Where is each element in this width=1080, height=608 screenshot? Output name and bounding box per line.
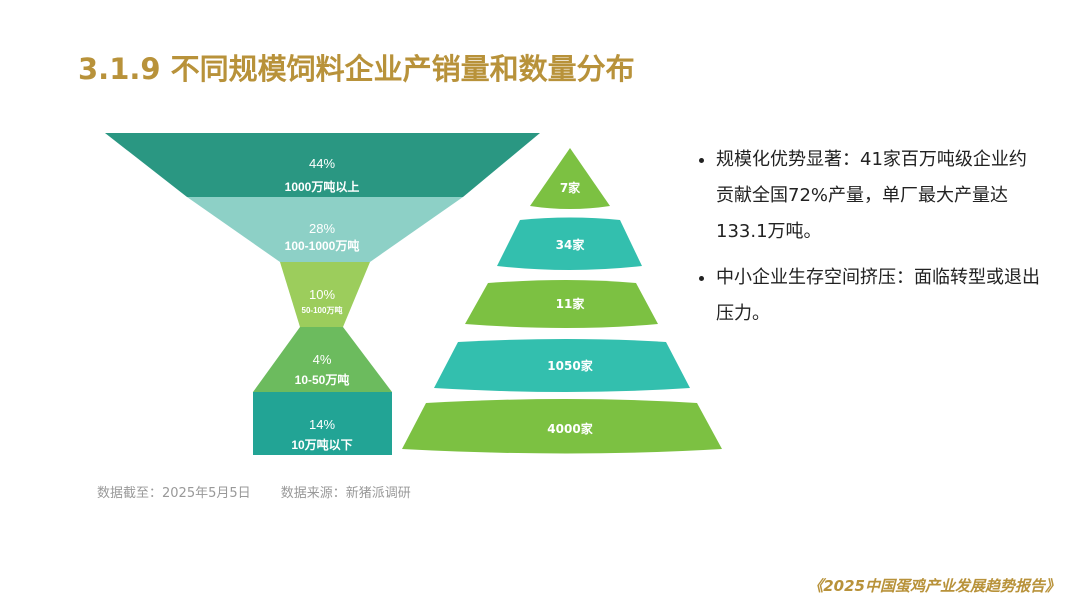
funnel-band-1	[105, 133, 540, 197]
funnel-band-4	[253, 327, 392, 392]
funnel-band-2	[187, 197, 463, 262]
funnel: 44% 1000万吨以上 28% 100-1000万吨 10% 50-100万吨…	[105, 133, 540, 455]
pyramid-label: 11家	[556, 296, 586, 311]
funnel-label: 50-100万吨	[302, 305, 343, 315]
pyramid-label: 34家	[556, 237, 586, 252]
pyramid-label: 7家	[560, 180, 581, 195]
funnel-label: 10万吨以下	[291, 437, 352, 452]
pyramid: 7家 34家 11家 1050家 4000家	[402, 148, 722, 454]
bullet-item: 规模化优势显著：41家百万吨级企业约贡献全国72%产量，单厂最大产量达133.1…	[716, 142, 1044, 250]
pyramid-layer-5	[402, 399, 722, 454]
funnel-percent: 14%	[309, 417, 335, 432]
funnel-band-3	[280, 262, 370, 327]
pyramid-label: 4000家	[547, 421, 593, 436]
pyramid-layer-3	[465, 280, 658, 328]
funnel-percent: 10%	[309, 287, 335, 302]
funnel-band-5	[253, 392, 392, 455]
funnel-label: 100-1000万吨	[285, 238, 360, 253]
funnel-percent: 4%	[313, 352, 332, 367]
source-note: 数据截至：2025年5月5日 数据来源：新猪派调研	[97, 482, 437, 501]
bullet-list: 规模化优势显著：41家百万吨级企业约贡献全国72%产量，单厂最大产量达133.1…	[694, 142, 1044, 342]
bullet-item: 中小企业生存空间挤压：面临转型或退出压力。	[716, 260, 1044, 332]
pyramid-label: 1050家	[547, 358, 593, 373]
pyramid-layer-2	[497, 217, 642, 270]
data-source: 数据来源：新猪派调研	[280, 486, 411, 501]
funnel-percent: 44%	[309, 156, 335, 171]
data-date: 数据截至：2025年5月5日	[97, 486, 251, 501]
page-title: 3.1.9 不同规模饲料企业产销量和数量分布	[78, 52, 635, 86]
report-footer: 《2025中国蛋鸡产业发展趋势报告》	[808, 577, 1060, 595]
funnel-percent: 28%	[309, 221, 335, 236]
pyramid-layer-1	[530, 148, 610, 209]
funnel-label: 10-50万吨	[295, 372, 350, 387]
pyramid-layer-4	[434, 339, 690, 392]
funnel-label: 1000万吨以上	[285, 179, 360, 194]
